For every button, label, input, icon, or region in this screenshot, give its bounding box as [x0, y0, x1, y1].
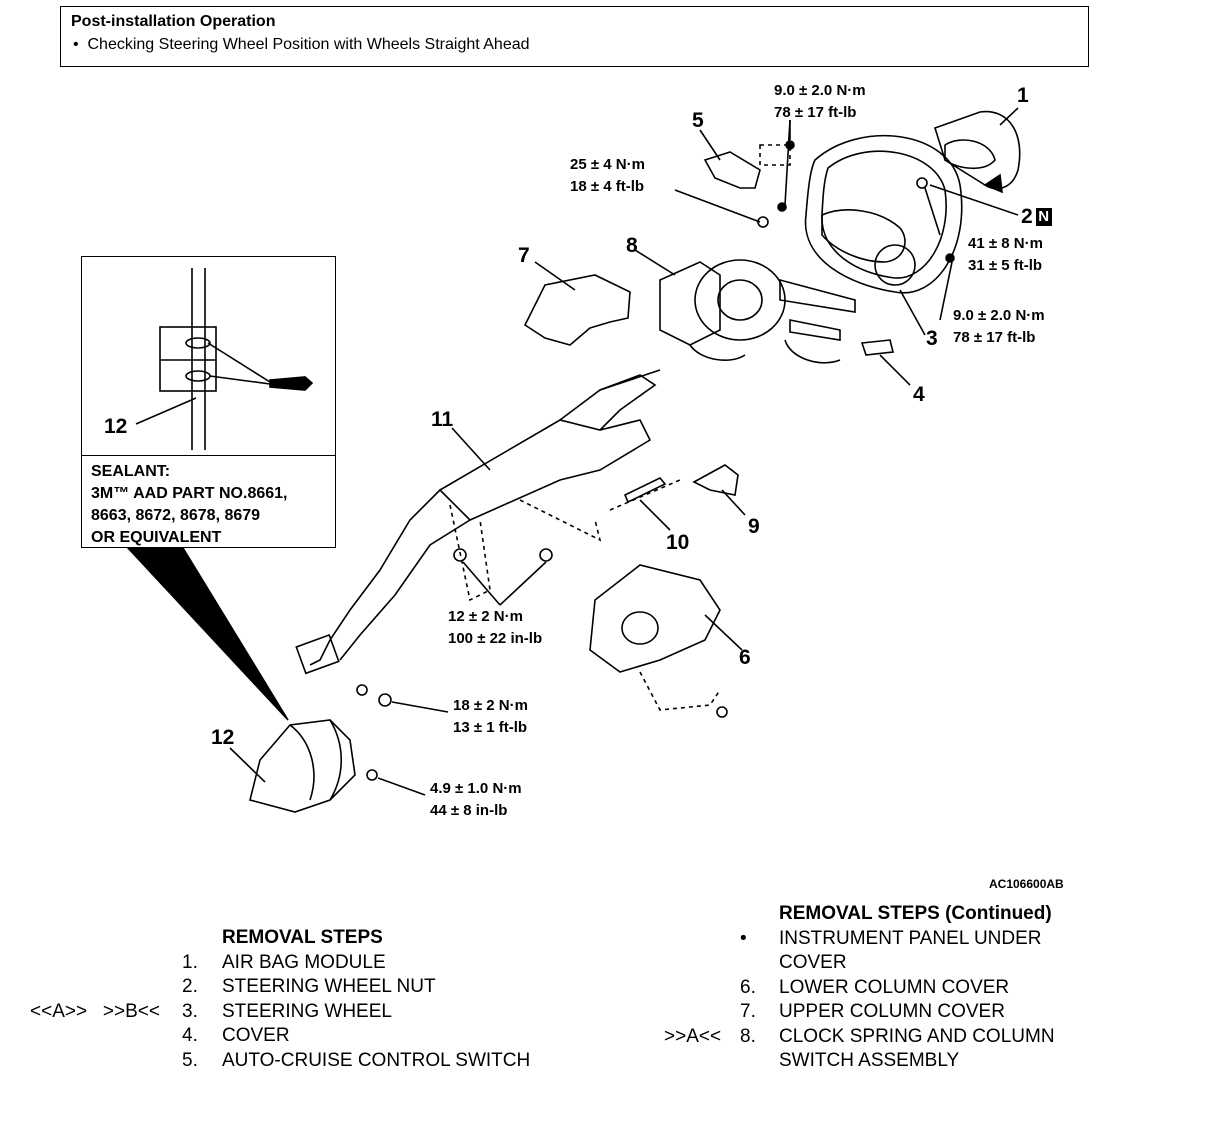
list-item: 2.STEERING WHEEL NUT	[182, 976, 436, 997]
callout-9: 9	[748, 515, 760, 538]
list-item: 4.COVER	[182, 1025, 290, 1046]
list-item: SWITCH ASSEMBLY	[779, 1050, 960, 1071]
callout-6: 6	[739, 646, 751, 669]
sealant-spec: SEALANT: 3M™ AAD PART NO.8661, 8663, 867…	[91, 463, 288, 546]
removal-steps-continued: REMOVAL STEPS (Continued) •INSTRUMENT PA…	[664, 902, 1055, 1074]
cruise-switch-drawing	[703, 151, 761, 189]
list-item: <<A>> >>B<<3.STEERING WHEEL	[30, 1000, 392, 1022]
removal-steps-continued-heading: REMOVAL STEPS (Continued)	[779, 903, 1052, 924]
removal-steps: REMOVAL STEPS 1.AIR BAG MODULE 2.STEERIN…	[30, 926, 530, 1073]
callout-12: 12	[211, 726, 235, 749]
callout-5: 5	[692, 109, 704, 132]
sealant-inset-box: 12 SEALANT: 3M™ AAD PART NO.8661, 8663, …	[81, 256, 336, 548]
part-10-drawing	[623, 477, 667, 504]
list-item: COVER	[779, 952, 847, 973]
inset-sealant-sketch	[135, 268, 314, 450]
list-item: 7.UPPER COLUMN COVER	[740, 1001, 1005, 1022]
post-installation-box: Post-installation Operation • Checking S…	[60, 6, 1089, 67]
figure-code: AC106600AB	[989, 877, 1064, 891]
upper-cover-drawing	[523, 274, 631, 346]
n-badge: N	[1035, 208, 1052, 226]
callout-7: 7	[518, 244, 530, 267]
part-9-drawing	[692, 464, 739, 496]
part-12-drawing	[249, 719, 356, 813]
callout-11: 11	[431, 408, 454, 431]
callout-10: 10	[666, 531, 690, 554]
post-installation-item: • Checking Steering Wheel Position with …	[73, 36, 530, 53]
removal-steps-heading: REMOVAL STEPS	[222, 927, 383, 948]
callout-1: 1	[1017, 84, 1029, 107]
bullet: •	[73, 36, 79, 53]
list-item: 5.AUTO-CRUISE CONTROL SWITCH	[182, 1049, 531, 1071]
air-bag-module-drawing	[934, 110, 1021, 194]
list-item: •INSTRUMENT PANEL UNDER	[740, 927, 1042, 949]
steering-column-drawing	[295, 369, 661, 675]
clock-spring-drawing	[659, 259, 856, 364]
list-item: >>A<<8.CLOCK SPRING AND COLUMN	[664, 1025, 1055, 1047]
sealant-pointer	[126, 547, 289, 721]
inset-divider	[82, 455, 335, 456]
callout-4: 4	[913, 383, 925, 406]
post-installation-title: Post-installation Operation	[71, 13, 276, 30]
steering-wheel-drawing	[804, 134, 963, 294]
callout-8: 8	[626, 234, 638, 257]
list-item: 6.LOWER COLUMN COVER	[740, 976, 1010, 998]
callout-3: 3	[926, 327, 938, 350]
callout-12-inset: 12	[104, 415, 128, 438]
lower-cover-drawing	[589, 564, 721, 673]
cover-drawing	[860, 339, 894, 356]
list-item: 1.AIR BAG MODULE	[182, 951, 386, 973]
